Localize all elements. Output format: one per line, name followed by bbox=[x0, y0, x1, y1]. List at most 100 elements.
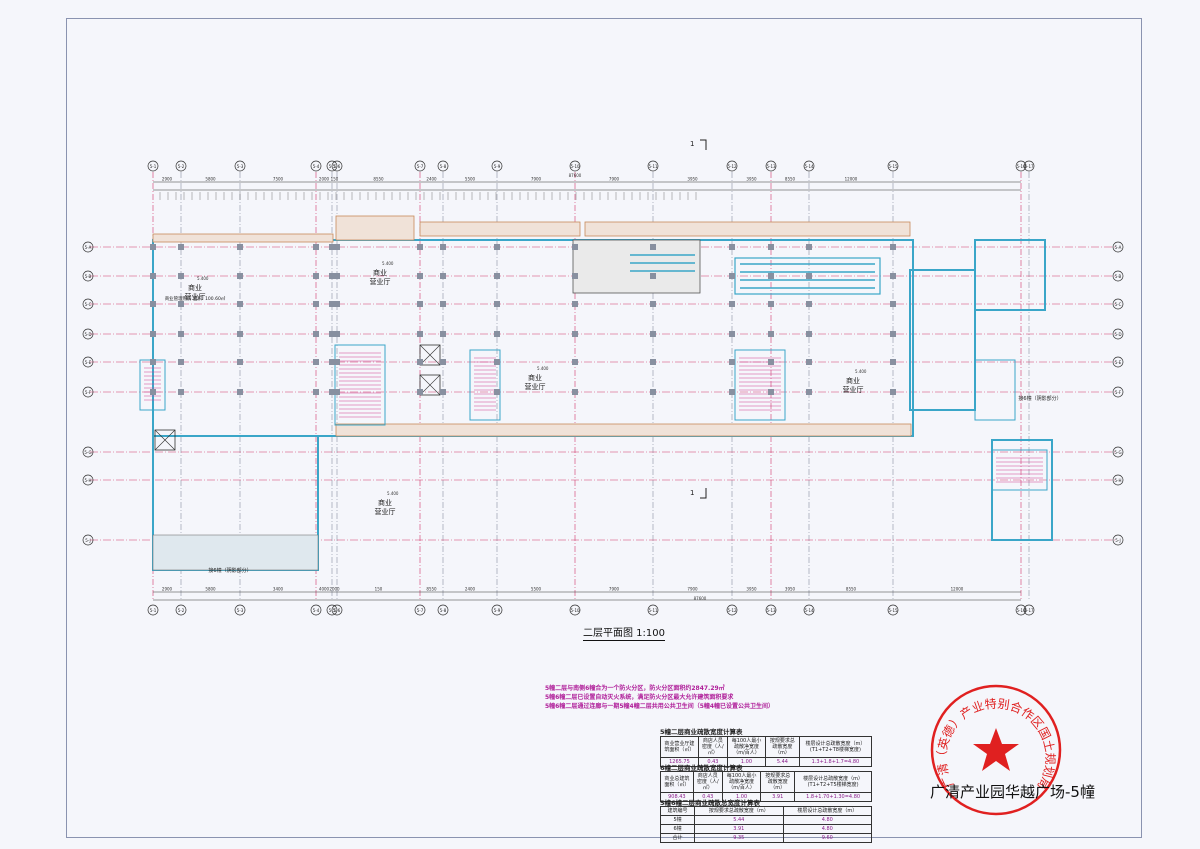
axis-label: 5-H bbox=[1115, 478, 1122, 483]
column bbox=[890, 389, 896, 395]
column bbox=[334, 331, 340, 337]
axis-label: 5-E bbox=[1115, 360, 1122, 365]
axis-label: 5-G bbox=[1114, 450, 1121, 455]
column bbox=[329, 301, 335, 307]
axis-label: 5-H bbox=[85, 478, 92, 483]
axis-bubble bbox=[414, 604, 426, 616]
axis-label: 5-13 bbox=[766, 164, 776, 169]
axis-bubble bbox=[234, 160, 246, 172]
column bbox=[806, 359, 812, 365]
column bbox=[494, 359, 500, 365]
axis-bubble bbox=[326, 604, 338, 616]
th: 楼层设计总疏散宽度（m）(T1+T2+T8楼梯宽度) bbox=[798, 736, 873, 758]
column bbox=[329, 331, 335, 337]
room-name: 商业 bbox=[378, 498, 392, 507]
axis-label: 5-1 bbox=[150, 608, 157, 613]
axis-bubble bbox=[1112, 474, 1124, 486]
axis-label: 5-11 bbox=[648, 164, 658, 169]
cell: 4.80 bbox=[782, 815, 873, 825]
axis-bubble bbox=[1112, 298, 1124, 310]
column bbox=[334, 244, 340, 250]
column bbox=[440, 359, 446, 365]
th: 商店人员密度（人/㎡） bbox=[697, 736, 728, 758]
axis-label: 5-13 bbox=[766, 608, 776, 613]
column bbox=[178, 359, 184, 365]
column bbox=[150, 273, 156, 279]
axis-label: 5-7 bbox=[417, 608, 424, 613]
cell: 3.91 bbox=[760, 792, 796, 802]
column bbox=[334, 359, 340, 365]
axis-bubble bbox=[82, 534, 94, 546]
column bbox=[890, 244, 896, 250]
stair bbox=[334, 344, 386, 426]
axis-bubble bbox=[1112, 241, 1124, 253]
column bbox=[729, 389, 735, 395]
drawing-frame bbox=[66, 18, 1142, 838]
axis-bubble bbox=[175, 160, 187, 172]
column bbox=[806, 301, 812, 307]
axis-label: 5-F bbox=[85, 390, 92, 395]
column bbox=[440, 331, 446, 337]
dimension-text: 12000 bbox=[845, 177, 858, 182]
axis-bubble bbox=[82, 328, 94, 340]
column bbox=[178, 273, 184, 279]
elevator-icon bbox=[419, 344, 441, 366]
axis-bubble bbox=[1015, 160, 1027, 172]
dimension-text: 8550 bbox=[373, 177, 384, 182]
axis-label: 5-6 bbox=[334, 164, 341, 169]
building-outline bbox=[152, 239, 914, 437]
room-elevation: 5.400 bbox=[537, 366, 549, 371]
column bbox=[313, 273, 319, 279]
axis-bubble bbox=[491, 604, 503, 616]
dimension-text: 8550 bbox=[426, 587, 437, 592]
toilet-block bbox=[974, 239, 1046, 311]
axis-label: 5-4 bbox=[313, 164, 320, 169]
room-elevation: 5.400 bbox=[382, 261, 394, 266]
axis-label: 5-14 bbox=[804, 164, 814, 169]
curtain-wall bbox=[584, 221, 911, 237]
axis-label: 5-10 bbox=[570, 164, 580, 169]
star-icon bbox=[973, 728, 1019, 771]
elevator-icon bbox=[419, 374, 441, 396]
axis-label: 5-17 bbox=[1024, 164, 1034, 169]
column bbox=[494, 244, 500, 250]
dimension-text: 7900 bbox=[687, 587, 698, 592]
dimension-text: 150 bbox=[331, 177, 339, 182]
axis-label: 5-8 bbox=[440, 608, 447, 613]
column bbox=[572, 273, 578, 279]
column bbox=[650, 331, 656, 337]
axis-bubble bbox=[234, 604, 246, 616]
column bbox=[768, 389, 774, 395]
curtain-wall bbox=[335, 215, 415, 241]
column bbox=[440, 273, 446, 279]
cell: 1.8+1.70+1.30=4.80 bbox=[794, 792, 872, 802]
axis-label: 5-A bbox=[1115, 245, 1122, 250]
axis-label: 5-B bbox=[85, 274, 92, 279]
room-name: 商业 bbox=[846, 376, 860, 385]
curtain-wall bbox=[152, 233, 334, 243]
table2: 商业总建筑面积（㎡） 商店人员密度（人/㎡） 每100人最小疏散净宽度（m/百人… bbox=[660, 771, 872, 802]
axis-bubble bbox=[1112, 328, 1124, 340]
th: 楼层设计总疏散宽度（m） bbox=[782, 806, 873, 816]
curtain-wall bbox=[335, 423, 912, 437]
room-elevation: 5.400 bbox=[197, 276, 209, 281]
column bbox=[572, 301, 578, 307]
axis-bubble bbox=[1112, 534, 1124, 546]
elevator-cross bbox=[419, 374, 441, 396]
dimension-text: 2400 bbox=[426, 177, 437, 182]
axis-bubble bbox=[147, 604, 159, 616]
cell: 5幢 bbox=[659, 815, 696, 825]
dimension-text: 3950 bbox=[746, 587, 757, 592]
section-mark-line bbox=[700, 488, 707, 499]
column bbox=[650, 273, 656, 279]
cell: 4.80 bbox=[782, 824, 873, 834]
axis-label: 5-E bbox=[85, 360, 92, 365]
column bbox=[768, 301, 774, 307]
th: 建筑编号 bbox=[659, 806, 696, 816]
column bbox=[417, 244, 423, 250]
column bbox=[417, 273, 423, 279]
axis-label: 5-14 bbox=[804, 608, 814, 613]
axis-label: 5-C bbox=[85, 302, 92, 307]
column bbox=[729, 331, 735, 337]
